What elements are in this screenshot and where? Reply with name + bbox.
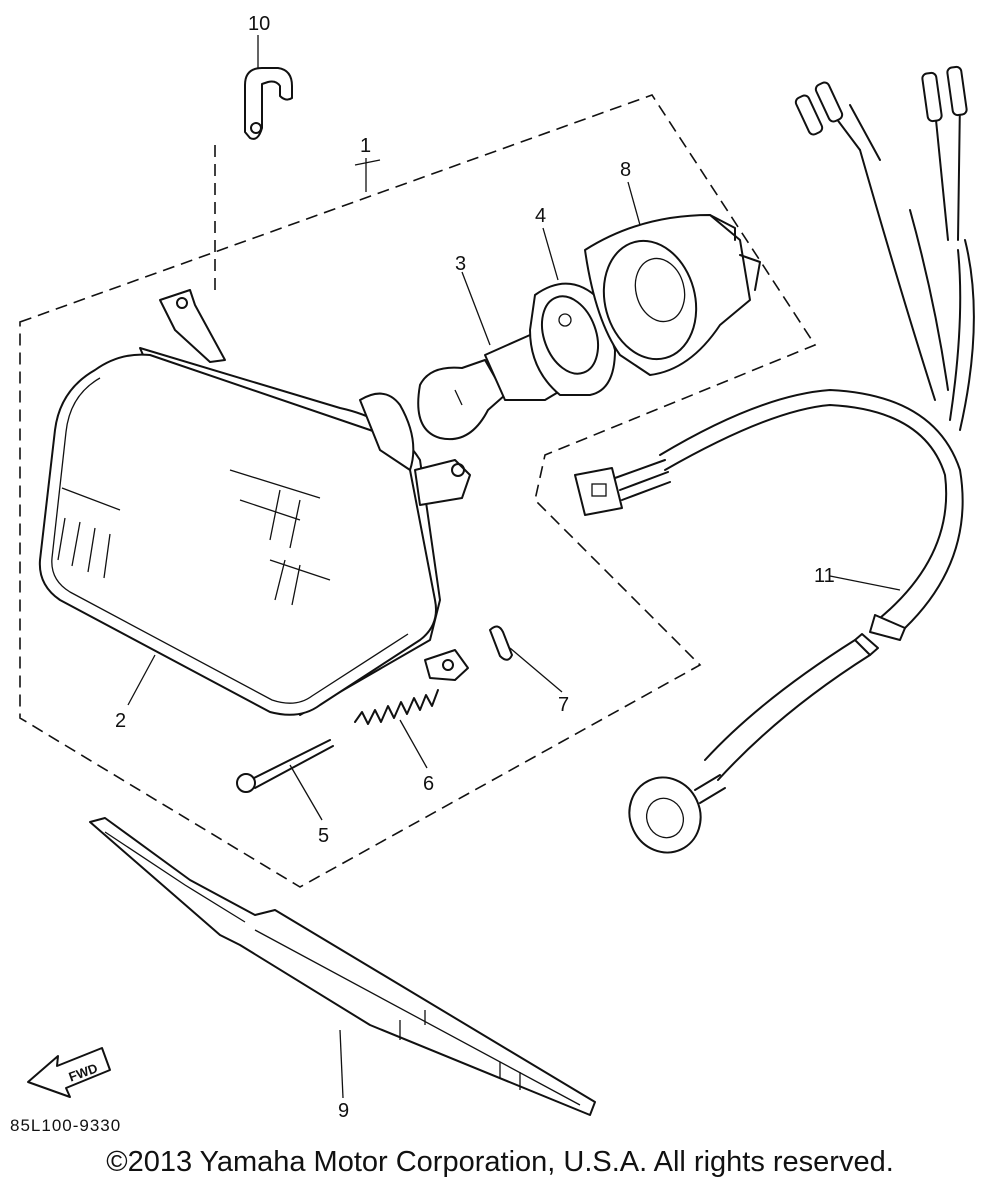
rubber-cover-part — [584, 214, 761, 376]
mounting-plate-part — [89, 817, 596, 1116]
drawing-code: 85L100-9330 — [10, 1116, 121, 1135]
headlight-unit-part — [38, 289, 471, 716]
callout-7: 7 — [558, 694, 569, 716]
callout-4: 4 — [535, 205, 546, 227]
callout-10: 10 — [248, 13, 270, 35]
callout-2: 2 — [115, 710, 126, 732]
leader-lines — [127, 35, 901, 1099]
wiring-harness-part — [574, 65, 975, 854]
callout-11: 11 — [814, 565, 835, 587]
callout-8: 8 — [620, 159, 631, 181]
cable-clamp-part — [244, 67, 293, 140]
callout-3: 3 — [455, 253, 466, 275]
callout-1: 1 — [360, 135, 371, 157]
callout-9: 9 — [338, 1100, 349, 1122]
spring-part — [354, 689, 439, 725]
callout-5: 5 — [318, 825, 329, 847]
clip-part — [489, 625, 513, 661]
bulb-holder-ring-part — [529, 282, 616, 396]
assembly-boundary — [19, 94, 817, 888]
copyright-notice: ©2013 Yamaha Motor Corporation, U.S.A. A… — [106, 1146, 894, 1178]
callout-6: 6 — [423, 773, 434, 795]
adjusting-screw-part — [236, 739, 334, 793]
forward-arrow-icon: FWD — [27, 1047, 111, 1098]
